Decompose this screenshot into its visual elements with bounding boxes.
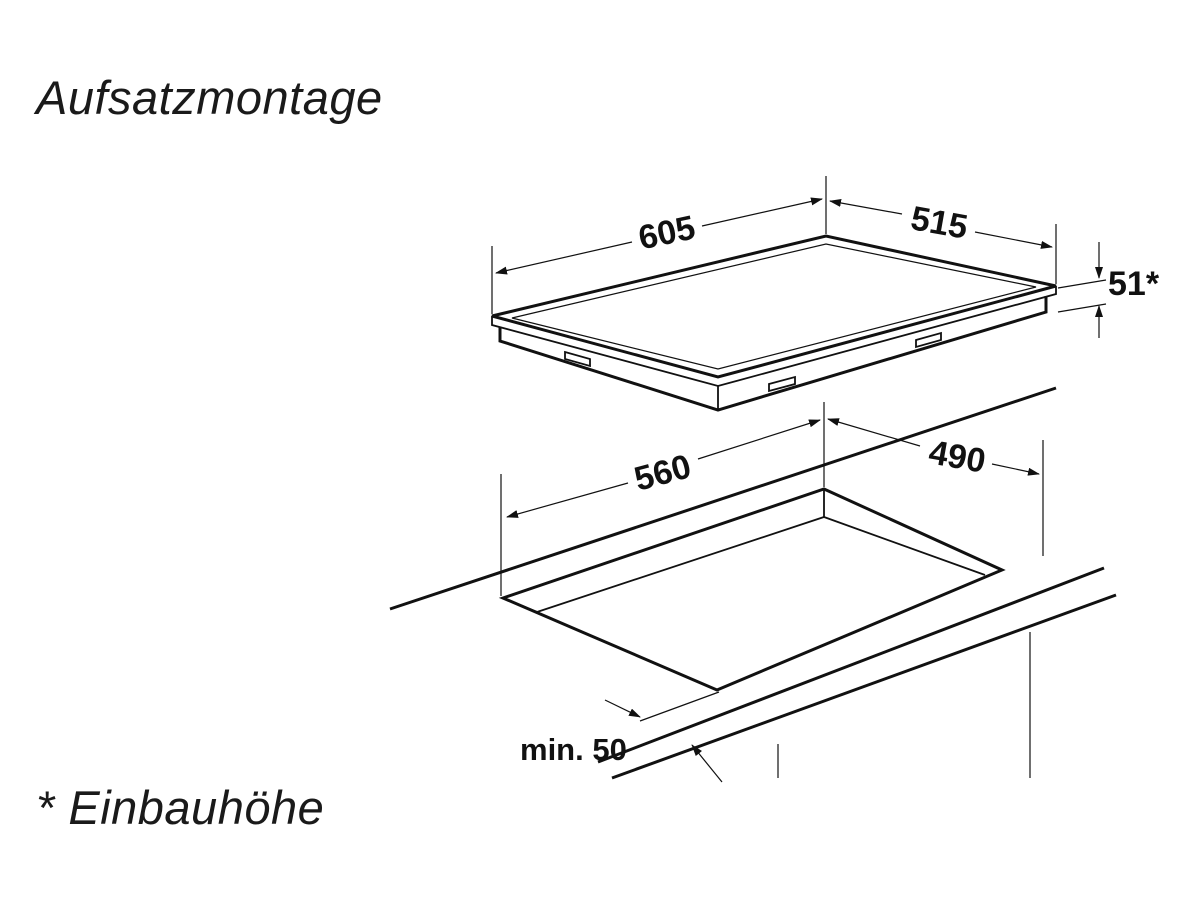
front-distance-label: min. 50: [520, 732, 627, 767]
page-title: Aufsatzmontage: [36, 71, 383, 124]
dimension-cutout-depth: 490: [827, 418, 1044, 556]
dimension-cutout-width: 560: [500, 402, 825, 596]
dimension-hob-depth: 515: [829, 199, 1057, 284]
worktop-drawing: [389, 386, 1117, 780]
mounting-clip: [768, 375, 796, 393]
dimension-front-distance: min. 50: [520, 691, 723, 783]
dimension-hob-height: 51*: [1057, 242, 1160, 338]
hob-front-edge: [491, 286, 1057, 387]
hob-depth-label: 515: [908, 199, 970, 246]
mounting-clips: [564, 331, 942, 393]
mounting-clip: [915, 331, 942, 349]
hob-housing: [498, 296, 1048, 412]
hob-glass-inner-edge: [511, 243, 1037, 370]
hob-width-label: 605: [635, 209, 698, 258]
cutout-depth-label: 490: [926, 433, 988, 480]
footnote-installation-height: * Einbauhöhe: [36, 781, 325, 834]
worktop-front-bottom-edge: [611, 593, 1117, 780]
dimension-hob-width: 605: [491, 176, 827, 314]
worktop-cutout: [498, 487, 1006, 692]
cutout-width-label: 560: [630, 447, 695, 498]
hob-drawing: [491, 234, 1057, 412]
mounting-clip: [564, 350, 591, 368]
worktop-back-edge: [389, 386, 1057, 611]
worktop-front-edge: [597, 566, 1105, 764]
hob-height-label: 51*: [1108, 265, 1160, 303]
